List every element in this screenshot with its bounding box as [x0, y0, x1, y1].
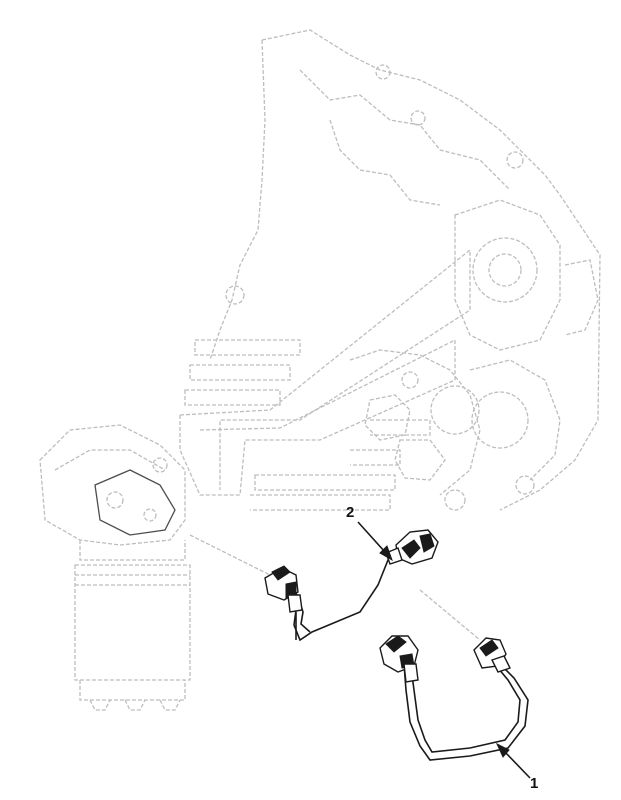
fuel-line-1-straight-fitting: [473, 637, 511, 673]
callout-label-1: 1: [530, 775, 539, 792]
connection-guide-line-2: [419, 589, 481, 641]
faint-bracket-shapes: [179, 248, 471, 511]
fuel-line-1-elbow-fitting: [379, 635, 419, 683]
callout-1-leader: [495, 742, 531, 779]
fuel-line-2-banjo-fitting: [385, 529, 439, 565]
fuel-line-1: [379, 635, 529, 761]
engine-housing-outline: [209, 29, 601, 511]
callout-label-2: 2: [346, 504, 355, 521]
fuel-line-2-elbow-fitting: [264, 565, 303, 613]
fuel-line-2: [264, 529, 439, 642]
connection-guide-line-1: [189, 534, 271, 576]
fuel-filter-assembly: [39, 424, 191, 711]
callout-2-leader: [357, 521, 393, 562]
